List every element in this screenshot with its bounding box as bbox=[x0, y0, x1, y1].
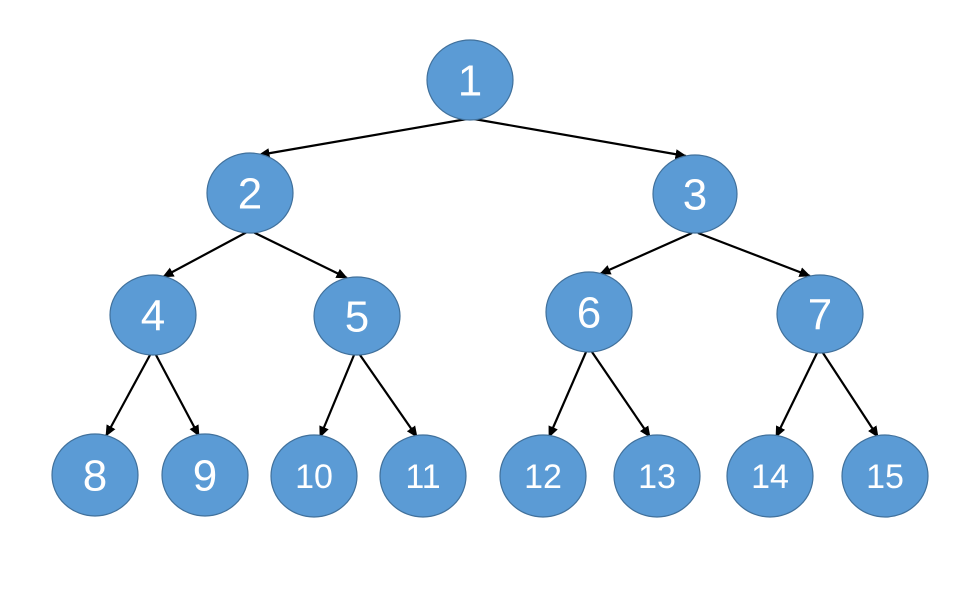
node-shape-8 bbox=[51, 433, 139, 517]
tree-node-3[interactable]: 3 bbox=[652, 154, 738, 234]
tree-node-11[interactable]: 11 bbox=[379, 434, 467, 518]
tree-edge-7-to-15 bbox=[822, 352, 879, 438]
node-shape-5 bbox=[313, 276, 401, 356]
tree-node-2[interactable]: 2 bbox=[206, 152, 294, 234]
tree-node-7[interactable]: 7 bbox=[776, 274, 864, 354]
tree-node-9[interactable]: 9 bbox=[161, 433, 249, 517]
tree-edge-6-to-13 bbox=[591, 351, 651, 438]
tree-edge-5-to-11 bbox=[359, 354, 418, 438]
node-shape-15 bbox=[841, 434, 929, 518]
node-shape-11 bbox=[379, 434, 467, 518]
node-shape-10 bbox=[270, 434, 358, 518]
node-label-3: 3 bbox=[683, 171, 707, 220]
tree-node-5[interactable]: 5 bbox=[313, 276, 401, 356]
node-label-6: 6 bbox=[577, 289, 601, 338]
node-label-11: 11 bbox=[405, 458, 440, 496]
tree-edge-3-to-6 bbox=[599, 231, 693, 276]
tree-edge-4-to-9 bbox=[155, 354, 200, 437]
node-label-4: 4 bbox=[141, 292, 165, 341]
node-label-5: 5 bbox=[345, 293, 369, 342]
tree-edge-7-to-14 bbox=[775, 352, 818, 438]
node-label-7: 7 bbox=[808, 291, 832, 340]
tree-edge-3-to-7 bbox=[697, 231, 811, 278]
node-label-8: 8 bbox=[83, 452, 107, 501]
node-label-1: 1 bbox=[458, 57, 482, 106]
tree-node-4[interactable]: 4 bbox=[109, 274, 197, 356]
node-label-10: 10 bbox=[295, 458, 333, 496]
tree-edge-2-to-5 bbox=[252, 231, 348, 279]
tree-node-6[interactable]: 6 bbox=[545, 271, 633, 353]
tree-edge-1-to-3 bbox=[473, 117, 687, 160]
tree-edge-4-to-8 bbox=[105, 354, 151, 437]
node-shape-1 bbox=[426, 39, 514, 121]
tree-node-13[interactable]: 13 bbox=[613, 434, 701, 518]
node-label-14: 14 bbox=[751, 458, 789, 496]
tree-node-1[interactable]: 1 bbox=[426, 39, 514, 121]
node-shape-9 bbox=[161, 433, 249, 517]
node-label-9: 9 bbox=[193, 452, 217, 501]
node-shape-4 bbox=[109, 274, 197, 356]
tree-edge-2-to-4 bbox=[162, 231, 248, 278]
edges-layer bbox=[105, 117, 879, 438]
tree-edge-6-to-12 bbox=[547, 351, 588, 438]
node-shape-12 bbox=[499, 434, 587, 518]
node-shape-2 bbox=[206, 152, 294, 234]
tree-node-10[interactable]: 10 bbox=[270, 434, 358, 518]
tree-node-14[interactable]: 14 bbox=[726, 434, 814, 518]
node-label-2: 2 bbox=[238, 170, 262, 219]
node-label-13: 13 bbox=[638, 458, 676, 496]
node-label-15: 15 bbox=[866, 458, 904, 496]
tree-edge-1-to-2 bbox=[258, 117, 468, 159]
tree-node-8[interactable]: 8 bbox=[51, 433, 139, 517]
node-shape-3 bbox=[652, 154, 738, 234]
tree-node-12[interactable]: 12 bbox=[499, 434, 587, 518]
node-shape-13 bbox=[613, 434, 701, 518]
tree-node-15[interactable]: 15 bbox=[841, 434, 929, 518]
node-shape-6 bbox=[545, 271, 633, 353]
node-label-12: 12 bbox=[524, 458, 562, 496]
node-shape-7 bbox=[776, 274, 864, 354]
node-shape-14 bbox=[726, 434, 814, 518]
tree-edge-5-to-10 bbox=[318, 354, 356, 438]
